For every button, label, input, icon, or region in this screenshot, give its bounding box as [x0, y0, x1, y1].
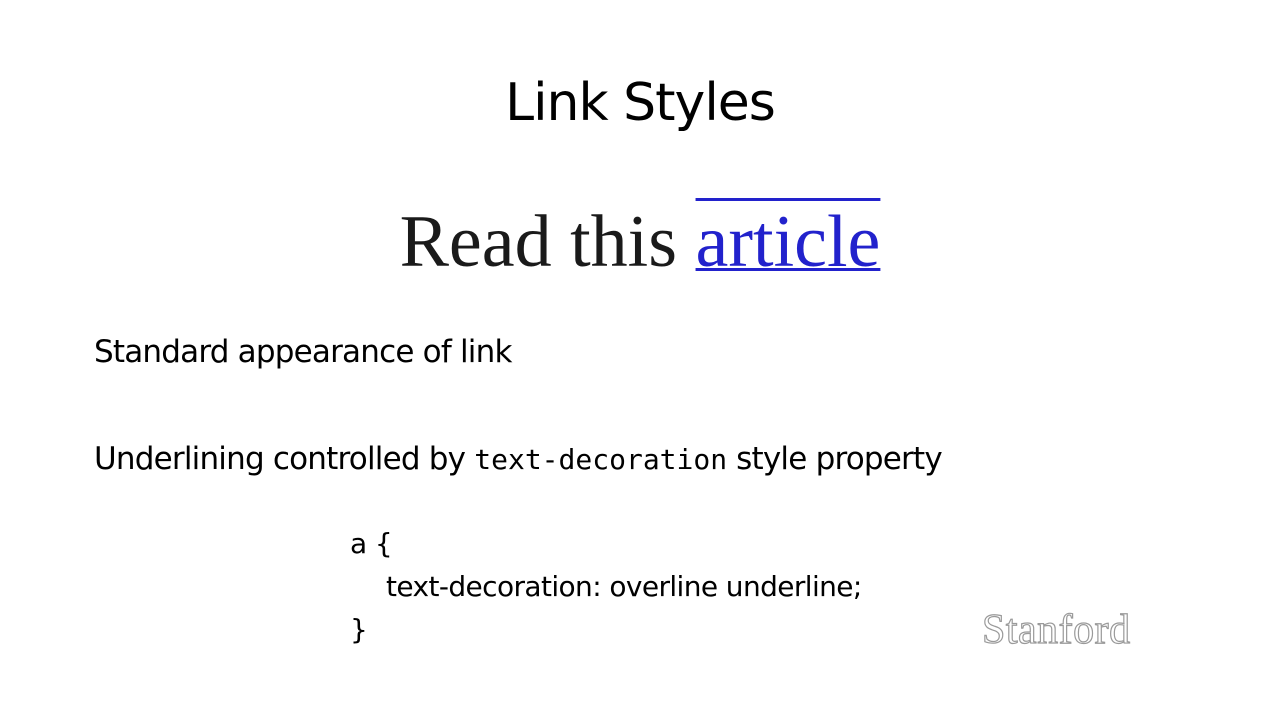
stanford-logo: Stanford: [981, 606, 1131, 653]
underlining-text-before: Underlining controlled by: [94, 441, 475, 477]
underlining-text-after: style property: [727, 441, 943, 477]
demo-article-link[interactable]: article: [695, 201, 881, 283]
code-line-selector: a {: [350, 527, 393, 560]
link-demo: Read this article: [0, 196, 1280, 289]
slide-title: Link Styles: [505, 73, 776, 133]
css-code-block: a { text-decoration: overline underline;}: [350, 522, 862, 651]
standard-appearance-text: Standard appearance of link: [94, 334, 512, 370]
text-decoration-code: text-decoration: [474, 443, 728, 476]
demo-text: Read this: [399, 201, 696, 283]
code-line-declaration: text-decoration: overline underline;: [386, 570, 862, 603]
code-line-close: }: [350, 613, 368, 646]
underlining-description: Underlining controlled by text-decoratio…: [94, 441, 943, 477]
